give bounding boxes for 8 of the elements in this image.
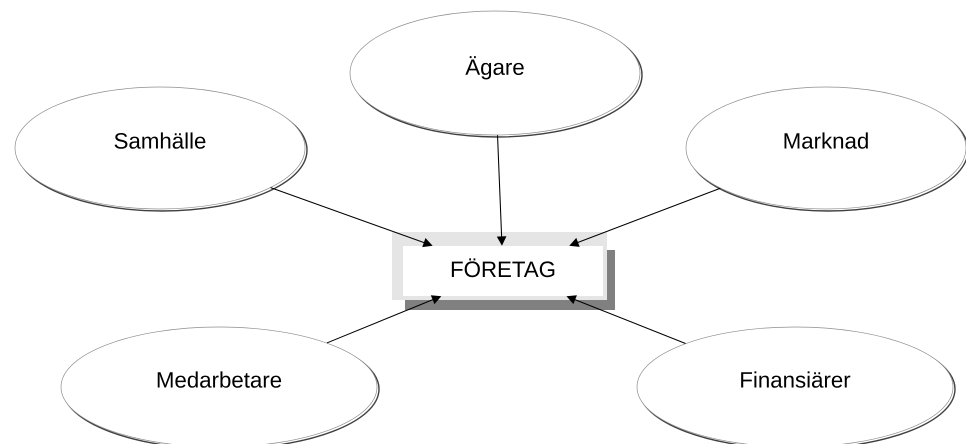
ellipse-node: Finansiärer [636, 326, 956, 444]
company-box: FÖRETAG [392, 232, 615, 310]
ellipse-node: Samhälle [14, 86, 308, 212]
ellipse-node: Medarbetare [60, 326, 380, 444]
ellipse-node: Marknad [686, 86, 966, 212]
ellipse-node: Ägare [350, 10, 643, 138]
node-label: Finansiärer [741, 371, 850, 388]
node-label: Marknad [784, 132, 868, 149]
